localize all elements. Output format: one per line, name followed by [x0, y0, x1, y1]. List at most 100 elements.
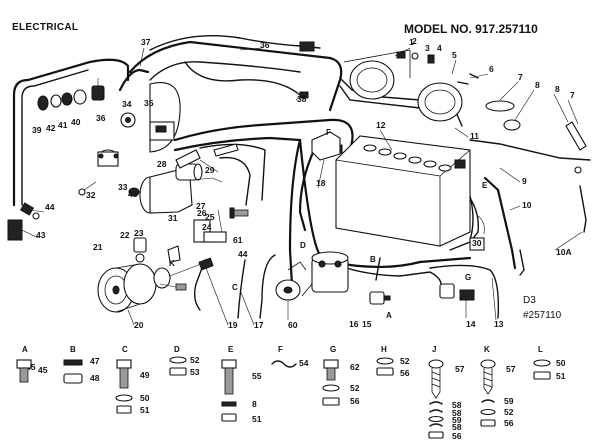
callout-label: 25: [205, 212, 215, 222]
callout-label: 8: [535, 80, 540, 90]
hardware-part-number: 45: [38, 365, 48, 375]
callout-label: 41: [58, 120, 68, 130]
callout-label: 15: [362, 319, 372, 329]
callout-label: 34: [122, 99, 132, 109]
bolt-icon: [221, 359, 237, 422]
callout-label: 44: [45, 202, 55, 212]
hardware-group-letter: K: [484, 345, 490, 354]
hardware-part-number: 51: [140, 405, 150, 415]
hardware-part-number: 59: [452, 415, 462, 425]
callout-label: 46: [128, 189, 138, 199]
callout-label: 33: [118, 182, 128, 192]
part-46: [128, 187, 140, 197]
plug-36: [299, 41, 315, 99]
callout-label: 35: [144, 98, 154, 108]
callout-label: D: [300, 241, 306, 250]
battery: [329, 135, 471, 247]
hardware-part-number: 51: [252, 414, 262, 424]
callout-label: 20: [134, 320, 144, 330]
hardware-part-number: 53: [190, 367, 200, 377]
callout-label: 18: [316, 178, 326, 188]
hardware-group-letter: J: [432, 345, 436, 354]
bolt-icon: [16, 359, 32, 383]
hardware-part-number: 52: [350, 383, 360, 393]
callout-label: 24: [202, 222, 212, 232]
callout-label: 12: [376, 120, 386, 130]
bolt-icon: [322, 359, 340, 406]
callout-label: 43: [36, 230, 46, 240]
hardware-group-letter: A: [22, 345, 28, 354]
hardware-part-number: 57: [506, 364, 516, 374]
hardware-group-letter: C: [122, 345, 128, 354]
callout-label: 36: [260, 40, 270, 50]
callout-label: 38: [297, 94, 307, 104]
callout-label: 37: [141, 37, 151, 47]
callout-label: 44: [238, 249, 248, 259]
callout-label: 10A: [556, 247, 572, 257]
hardware-part-number: 55: [252, 371, 262, 381]
hardware-group-letter: E: [228, 345, 234, 354]
callout-label: 40: [71, 117, 81, 127]
hardware-part-number: 58: [452, 400, 462, 410]
hardware-group-letter: L: [538, 345, 543, 354]
callout-label: 61: [233, 235, 243, 245]
callout-label: 6: [489, 64, 494, 74]
light-switch: [78, 149, 119, 196]
callout-label: 17: [254, 320, 264, 330]
callout-label: 60: [288, 320, 298, 330]
hardware-part-number: 50: [556, 358, 566, 368]
ignition-switch-parts: [37, 78, 105, 111]
mount-brackets: [469, 100, 591, 276]
callout-label: 27: [196, 201, 206, 211]
wire-37: [118, 68, 150, 92]
connectors-28-29: [175, 143, 239, 173]
callout-label: 3: [425, 43, 430, 53]
model-number: MODEL NO. 917.257110: [404, 22, 538, 36]
hardware-group-letter: G: [330, 345, 336, 354]
callout-label: 10: [522, 200, 532, 210]
wiring-harness: [12, 35, 517, 319]
callout-label: A: [386, 311, 392, 320]
callout-label: B: [370, 255, 376, 264]
hardware-part-number: 58: [452, 422, 462, 432]
callout-label: 31: [168, 213, 178, 223]
hardware-part-number: 52: [400, 356, 410, 366]
headlights: [343, 49, 463, 122]
callout-label: 22: [120, 230, 130, 240]
hardware-part-number: 62: [350, 362, 360, 372]
hardware-part-number: 49: [140, 370, 150, 380]
screw-icon: [480, 359, 496, 427]
callout-label: 28: [157, 159, 167, 169]
hardware-part-number: 56: [504, 418, 514, 428]
bolt-icon: [115, 359, 133, 414]
hardware-part-number: 57: [455, 364, 465, 374]
starter-motor: [139, 163, 223, 214]
clip-icon: [271, 360, 297, 368]
diagram-code: D3: [523, 295, 536, 306]
callout-label: 7: [570, 90, 575, 100]
diagram-title: ELECTRICAL: [12, 22, 78, 33]
washer-nut-icon: [169, 356, 187, 376]
callout-label: 7: [518, 72, 523, 82]
callout-label: 29: [205, 165, 215, 175]
hardware-part-number: 48: [90, 373, 100, 383]
callout-label: 39: [32, 125, 42, 135]
callout-label: 21: [93, 242, 103, 252]
callout-label: 13: [494, 319, 504, 329]
hardware-part-number: 58: [452, 408, 462, 418]
callout-label: 23: [134, 228, 144, 238]
hardware-part-number: 54: [299, 358, 309, 368]
callout-label: 8: [555, 84, 560, 94]
hardware-part-number: 56: [452, 431, 462, 441]
parts-22-23: [133, 237, 181, 263]
callout-label: 2: [412, 36, 417, 46]
hardware-part-number: 56: [350, 396, 360, 406]
hardware-group-letter: D: [174, 345, 180, 354]
screw-icon: [428, 359, 444, 439]
nut-icon: [63, 359, 83, 384]
callout-label: 1: [409, 37, 414, 47]
diagram-part-number: #257110: [523, 310, 562, 321]
callout-label: C: [232, 283, 238, 292]
connector-14: [439, 283, 475, 301]
